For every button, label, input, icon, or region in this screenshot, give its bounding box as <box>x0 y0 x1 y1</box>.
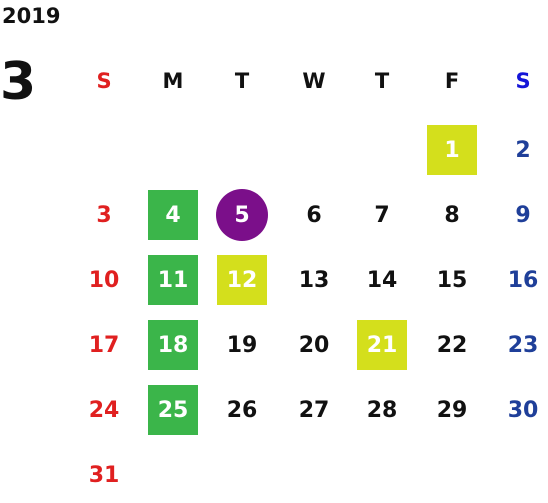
day-cell-23[interactable]: 23 <box>498 320 548 370</box>
day-number: 29 <box>436 397 468 423</box>
weekday-header-thu: T <box>374 69 390 93</box>
day-number: 3 <box>96 202 112 228</box>
day-cell-13[interactable]: 13 <box>289 255 339 305</box>
day-cell-31[interactable]: 31 <box>79 450 129 500</box>
day-cell-17[interactable]: 17 <box>79 320 129 370</box>
day-cell-5[interactable]: 5 <box>216 189 268 241</box>
day-number: 28 <box>366 397 398 423</box>
day-cell-1[interactable]: 1 <box>427 125 477 175</box>
day-number: 4 <box>165 202 181 228</box>
day-cell-14[interactable]: 14 <box>357 255 407 305</box>
day-number: 1 <box>444 137 460 163</box>
day-cell-4[interactable]: 4 <box>148 190 198 240</box>
day-cell-6[interactable]: 6 <box>289 190 339 240</box>
day-number: 11 <box>157 267 189 293</box>
day-number: 5 <box>234 202 250 228</box>
day-number: 2 <box>515 137 531 163</box>
day-number: 26 <box>226 397 258 423</box>
day-number: 10 <box>88 267 120 293</box>
weekday-header-tue: T <box>234 69 250 93</box>
day-number: 22 <box>436 332 468 358</box>
day-number: 30 <box>507 397 539 423</box>
day-number: 18 <box>157 332 189 358</box>
day-cell-18[interactable]: 18 <box>148 320 198 370</box>
day-cell-3[interactable]: 3 <box>79 190 129 240</box>
day-number: 20 <box>298 332 330 358</box>
day-cell-2[interactable]: 2 <box>498 125 548 175</box>
day-cell-9[interactable]: 9 <box>498 190 548 240</box>
day-cell-25[interactable]: 25 <box>148 385 198 435</box>
day-number: 14 <box>366 267 398 293</box>
day-number: 31 <box>88 462 120 488</box>
day-cell-27[interactable]: 27 <box>289 385 339 435</box>
weekday-header-wed: W <box>302 69 326 93</box>
day-number: 16 <box>507 267 539 293</box>
weekday-header-fri: F <box>444 69 460 93</box>
day-cell-19[interactable]: 19 <box>217 320 267 370</box>
day-cell-28[interactable]: 28 <box>357 385 407 435</box>
day-number: 7 <box>374 202 390 228</box>
day-cell-16[interactable]: 16 <box>498 255 548 305</box>
day-number: 9 <box>515 202 531 228</box>
day-cell-15[interactable]: 15 <box>427 255 477 305</box>
day-number: 27 <box>298 397 330 423</box>
day-number: 12 <box>226 267 258 293</box>
weekday-header-sun: S <box>96 69 112 93</box>
day-cell-24[interactable]: 24 <box>79 385 129 435</box>
day-number: 17 <box>88 332 120 358</box>
day-number: 23 <box>507 332 539 358</box>
day-cell-26[interactable]: 26 <box>217 385 267 435</box>
day-cell-8[interactable]: 8 <box>427 190 477 240</box>
day-cell-29[interactable]: 29 <box>427 385 477 435</box>
weekday-header-sat: S <box>515 69 531 93</box>
weekday-header-mon: M <box>162 69 184 93</box>
day-number: 25 <box>157 397 189 423</box>
day-cell-7[interactable]: 7 <box>357 190 407 240</box>
day-number: 13 <box>298 267 330 293</box>
day-cell-21[interactable]: 21 <box>357 320 407 370</box>
year-label: 2019 <box>2 4 61 28</box>
day-number: 6 <box>306 202 322 228</box>
day-cell-11[interactable]: 11 <box>148 255 198 305</box>
day-cell-30[interactable]: 30 <box>498 385 548 435</box>
day-number: 15 <box>436 267 468 293</box>
day-number: 21 <box>366 332 398 358</box>
day-cell-22[interactable]: 22 <box>427 320 477 370</box>
day-cell-10[interactable]: 10 <box>79 255 129 305</box>
day-number: 8 <box>444 202 460 228</box>
day-cell-12[interactable]: 12 <box>217 255 267 305</box>
day-number: 19 <box>226 332 258 358</box>
day-number: 24 <box>88 397 120 423</box>
day-cell-20[interactable]: 20 <box>289 320 339 370</box>
month-number: 3 <box>0 52 37 112</box>
